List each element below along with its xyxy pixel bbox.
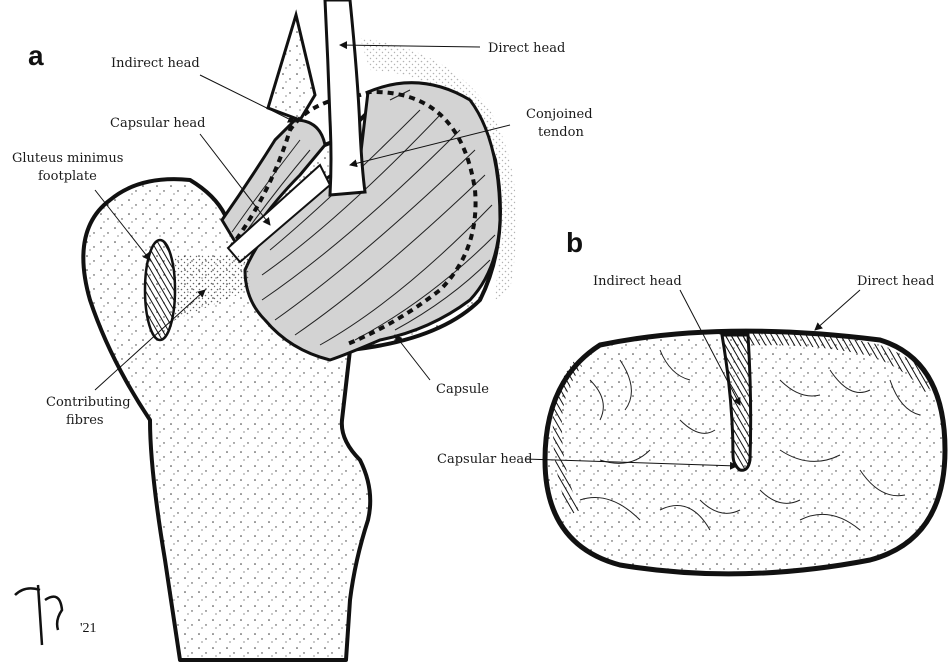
- indirect-head-tendon: [268, 15, 315, 120]
- panel-a: a Direct head Indirect head Capsular hea…: [12, 0, 593, 660]
- label-fibres: fibres: [66, 413, 104, 428]
- label-indirect-head: Indirect head: [111, 56, 200, 71]
- label-gluteus-minimus: Gluteus minimus: [12, 151, 123, 166]
- signature-year: '21: [80, 621, 97, 636]
- label-b-capsular-head: Capsular head: [437, 452, 532, 467]
- artist-signature: '21: [15, 585, 97, 645]
- label-b-indirect-head: Indirect head: [593, 274, 682, 289]
- label-conjoined: Conjoined: [526, 107, 593, 122]
- panel-b: b Indirect head Direct head Capsular hea…: [437, 227, 945, 574]
- panel-b-letter: b: [566, 227, 583, 258]
- panel-a-letter: a: [28, 40, 44, 71]
- label-capsule: Capsule: [436, 382, 489, 397]
- label-b-direct-head: Direct head: [857, 274, 934, 289]
- label-direct-head: Direct head: [488, 41, 565, 56]
- label-footplate: footplate: [38, 169, 97, 184]
- direct-head-tendon: [325, 0, 365, 195]
- label-contributing: Contributing: [46, 395, 131, 410]
- label-capsular-head: Capsular head: [110, 116, 205, 131]
- label-tendon: tendon: [538, 125, 584, 140]
- gluteus-minimus-footplate: [145, 240, 175, 340]
